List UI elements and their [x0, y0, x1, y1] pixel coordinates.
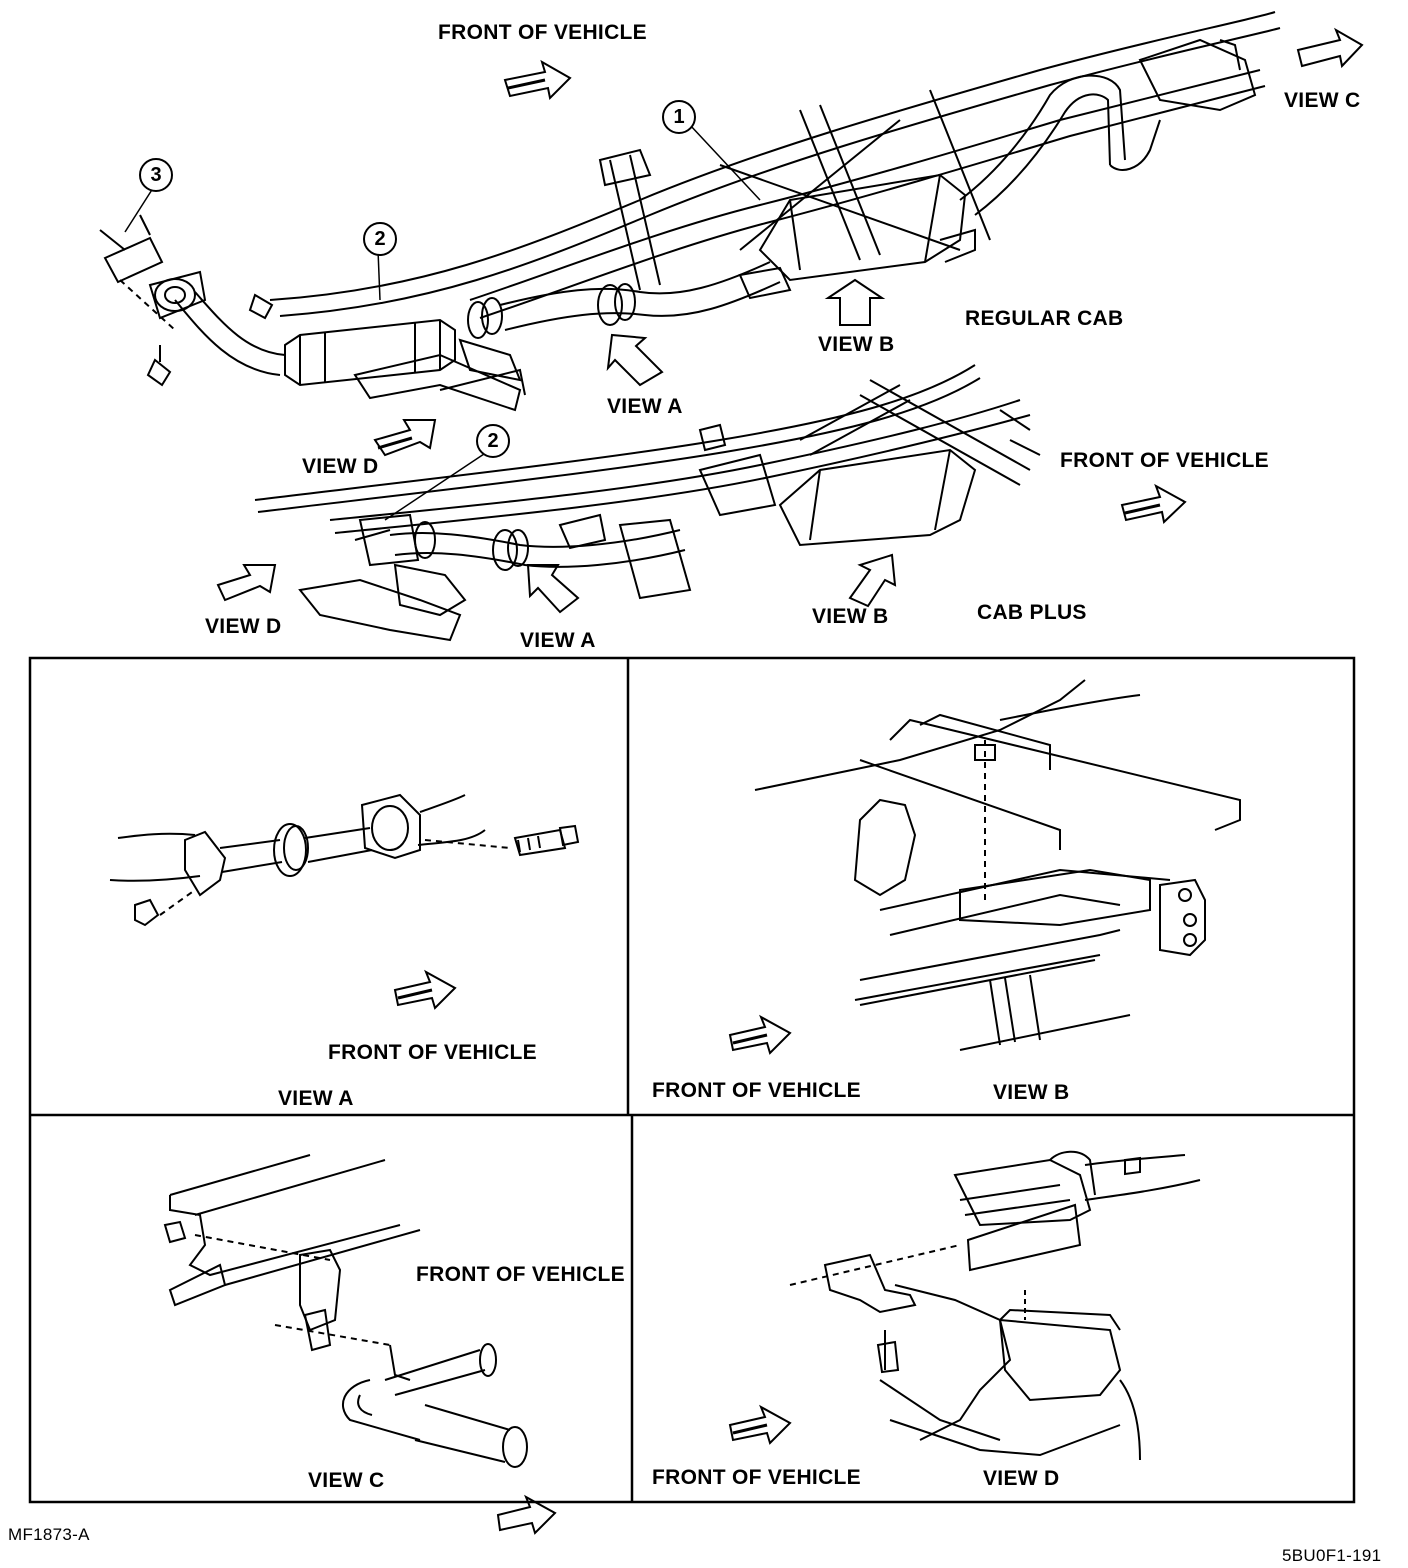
view-a-front-label: FRONT OF VEHICLE [328, 1041, 537, 1064]
callout-2-regular: 2 [363, 222, 397, 256]
view-b-detail [728, 679, 1241, 1055]
front-of-vehicle-label-top: FRONT OF VEHICLE [438, 21, 647, 44]
callout-2-cabplus: 2 [476, 424, 510, 458]
view-d-label-regular: VIEW D [302, 455, 379, 478]
view-d-detail [728, 1150, 1201, 1461]
view-d-title: VIEW D [983, 1467, 1060, 1490]
cab-plus-direction-arrows [216, 483, 1187, 614]
view-b-front-label: FRONT OF VEHICLE [652, 1079, 861, 1102]
figure-code-right: 5BU0F1-191 [1282, 1546, 1382, 1565]
view-c-detail [163, 1154, 557, 1535]
view-a-label-regular: VIEW A [607, 395, 683, 418]
regular-cab-exhaust [99, 38, 1257, 412]
callout-3: 3 [139, 158, 173, 192]
view-panels-border [28, 656, 1356, 1504]
view-c-label-top: VIEW C [1284, 89, 1361, 112]
view-a-title: VIEW A [278, 1087, 354, 1110]
view-b-title: VIEW B [993, 1081, 1070, 1104]
top-direction-arrows [373, 27, 1364, 457]
regular-cab-label: REGULAR CAB [965, 307, 1124, 330]
view-b-label-cabplus: VIEW B [812, 605, 889, 628]
cab-plus-label: CAB PLUS [977, 601, 1087, 624]
view-d-front-label: FRONT OF VEHICLE [652, 1466, 861, 1489]
view-a-detail [109, 793, 580, 1010]
view-d-label-cabplus: VIEW D [205, 615, 282, 638]
view-c-front-label: FRONT OF VEHICLE [416, 1263, 625, 1286]
regular-cab-frame [269, 11, 1281, 319]
cab-plus-exhaust [298, 448, 977, 642]
view-c-title: VIEW C [308, 1469, 385, 1492]
callout-1: 1 [662, 100, 696, 134]
view-b-label-regular: VIEW B [818, 333, 895, 356]
front-of-vehicle-label-cabplus: FRONT OF VEHICLE [1060, 449, 1269, 472]
view-a-label-cabplus: VIEW A [520, 629, 596, 652]
figure-code-left: MF1873-A [8, 1525, 90, 1544]
cab-plus-frame [254, 364, 1041, 534]
